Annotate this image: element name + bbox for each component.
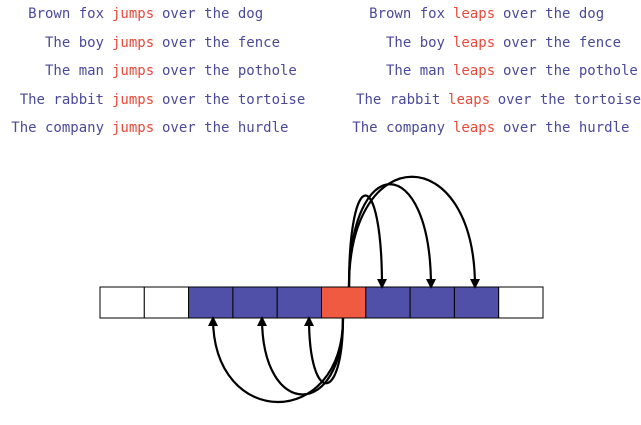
sentence-subject: Brown fox [369, 6, 445, 22]
sentence-line: The company jumps over the hurdle [0, 114, 320, 143]
sentence-line: The rabbit jumps over the tortoise [0, 86, 320, 115]
sentence-line: Brown fox jumps over the dog [0, 0, 320, 29]
token-cell-context [232, 286, 278, 319]
token-cell-context [365, 286, 411, 319]
sentence-verb: leaps [453, 34, 496, 51]
sentence-subject: The man [44, 63, 104, 79]
sentence-line: The rabbit leaps over the tortoise [321, 86, 641, 115]
sentence-line: The man jumps over the pothole [0, 57, 320, 86]
sentence-subject: The company [11, 120, 104, 136]
arrow-to-left-context-1 [208, 316, 345, 403]
sentence-object: over the pothole [162, 63, 297, 79]
token-cell-empty [99, 286, 145, 319]
sentence-verb: leaps [453, 63, 496, 79]
sentence-object: over the tortoise [162, 91, 306, 108]
sentence-verb: jumps [112, 63, 155, 79]
sentence-line: The boy jumps over the fence [0, 29, 320, 58]
sentence-verb: leaps [448, 91, 491, 108]
arrow-to-left-context-2 [257, 316, 345, 396]
sentence-subject: The boy [385, 34, 445, 51]
sentence-verb: leaps [453, 6, 496, 22]
sentence-object: over the tortoise [497, 91, 641, 108]
sentence-object: over the hurdle [162, 120, 289, 136]
sentence-line: The man leaps over the pothole [321, 57, 641, 86]
token-cell-empty [143, 286, 190, 319]
sentence-verb: jumps [112, 34, 155, 51]
sentence-line: Brown fox leaps over the dog [321, 0, 641, 29]
sentence-line: The boy leaps over the fence [321, 29, 641, 58]
token-cell-context [276, 286, 323, 319]
arrow-to-left-context-3 [304, 316, 345, 385]
sentence-object: over the fence [503, 34, 622, 51]
sentence-verb: leaps [453, 120, 496, 136]
sentence-subject: The man [385, 63, 445, 79]
sentence-subject: Brown fox [28, 6, 104, 22]
token-cell-context [409, 286, 455, 319]
sentence-object: over the hurdle [503, 120, 630, 136]
arrow-to-right-context-1 [347, 194, 387, 289]
sentence-subject: The company [352, 120, 445, 136]
sentence-object: over the dog [503, 6, 605, 22]
token-cell-context [188, 286, 234, 319]
sentence-subject: The boy [44, 34, 104, 51]
sentence-line: The company leaps over the hurdle [321, 114, 641, 143]
token-cells [99, 286, 544, 319]
token-cell-context [453, 286, 500, 319]
sentence-subject: The rabbit [356, 91, 441, 108]
sentence-object: over the pothole [503, 63, 638, 79]
sentence-verb: jumps [112, 91, 155, 108]
sentence-verb: jumps [112, 120, 155, 136]
sentence-object: over the fence [162, 34, 281, 51]
sentence-object: over the dog [162, 6, 264, 22]
sentence-subject: The rabbit [19, 91, 104, 108]
token-cell-target [321, 286, 367, 319]
arrow-to-right-context-3 [347, 175, 480, 289]
sentence-verb: jumps [112, 6, 155, 22]
context-arrows [208, 175, 480, 403]
token-cell-empty [498, 286, 544, 319]
